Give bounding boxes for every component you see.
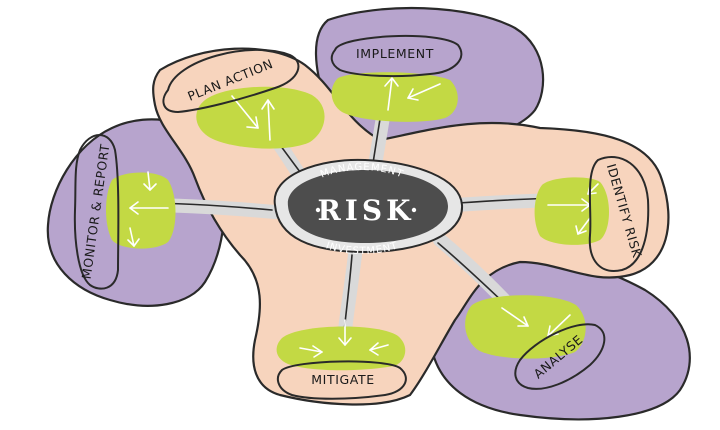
hub-core (287, 170, 448, 243)
central-hub: MANAGEMENT RISK INVESTMENT (273, 158, 464, 257)
implement-loop (330, 34, 463, 78)
mitigate-loop (276, 360, 407, 400)
plan-action-loop (162, 48, 300, 113)
node-implement (331, 72, 458, 122)
hub-center-text: RISK (318, 194, 415, 227)
implement-label: IMPLEMENT (356, 46, 434, 61)
arrow-analyse-in (501, 307, 529, 327)
arrow-implement-out (384, 77, 399, 111)
arrow-plan-action-out (261, 99, 275, 141)
hub-dot-right (411, 207, 417, 213)
arrow-monitor-report-down (127, 227, 140, 247)
node-analyse (465, 295, 586, 359)
hub-dot-left (315, 207, 321, 213)
stage-implement: IMPLEMENT (330, 34, 463, 78)
arrow-monitor-report-in (143, 171, 157, 191)
connector-mitigate (338, 248, 362, 337)
arrow-mitigate-in (338, 319, 352, 346)
arrow-identify-risk-down (575, 217, 591, 235)
node-identify-risk (534, 177, 609, 245)
arrow-mitigate-right (369, 342, 389, 356)
node-plan-action (196, 86, 325, 149)
arrows (127, 77, 599, 358)
mitigate-label: MITIGATE (311, 372, 374, 387)
arrow-plan-action-in (231, 95, 259, 129)
analyse-loop (514, 323, 606, 390)
stage-mitigate: MITIGATE (276, 360, 407, 400)
arrow-mitigate-left (299, 345, 323, 358)
node-mitigate (276, 326, 406, 371)
monitor-report-loop (73, 134, 120, 290)
arrow-implement-in (407, 83, 441, 101)
node-monitor-report (106, 172, 176, 249)
arrow-monitor-report-out (129, 201, 169, 215)
identify-risk-loop (588, 155, 650, 272)
